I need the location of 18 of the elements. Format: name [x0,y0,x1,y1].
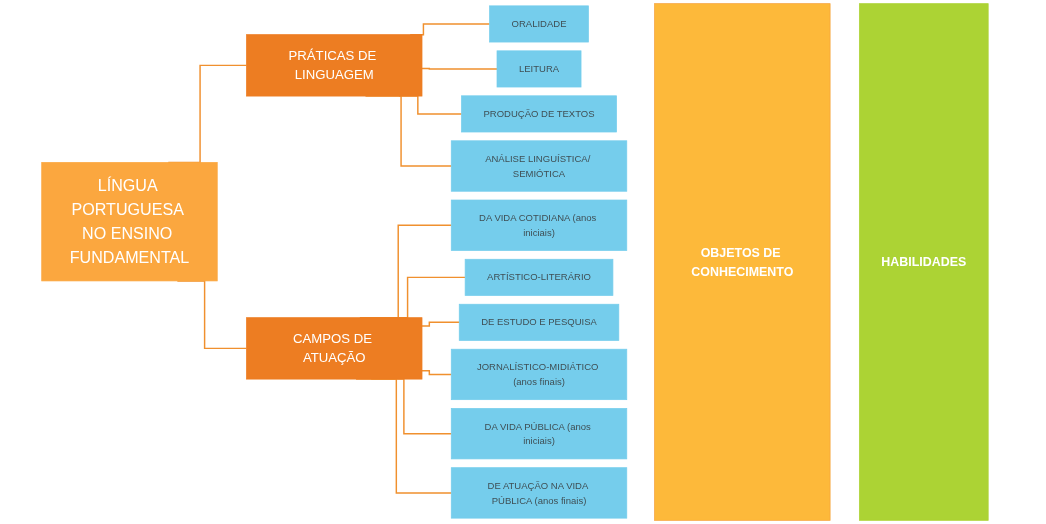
node-box: ORALIDADE [489,5,589,43]
connector [421,67,498,70]
node-box: LÍNGUA PORTUGUESA NO ENSINO FUNDAMENTAL [41,162,218,282]
node-box: CAMPOS DE ATUAÇÃO [246,317,423,380]
node-box: PRÁTICAS DE LINGUAGEM [246,34,423,97]
node-box: PRODUÇÃO DE TEXTOS [461,95,617,133]
node-box: JORNALÍSTICO-MIDIÁTICO (anos finais) [450,348,628,401]
connector [421,370,452,376]
node-box: LEITURA [496,50,582,88]
node-box: DE ESTUDO E PESQUISA [458,303,620,341]
node-box: OBJETOS DE CONHECIMENTO [654,3,831,521]
node-box: ANÁLISE LINGUÍSTICA/ SEMIÓTICA [450,140,628,192]
node-box: DA VIDA PÚBLICA (anos iniciais) [450,408,628,460]
node-box: ARTÍSTICO-LITERÁRIO [464,258,614,296]
connector [421,321,460,327]
node-box: DA VIDA COTIDIANA (anos iniciais) [450,199,628,251]
node-box: DE ATUAÇÃO NA VIDA PÚBLICA (anos finais) [450,467,628,519]
node-box: HABILIDADES [859,3,989,521]
